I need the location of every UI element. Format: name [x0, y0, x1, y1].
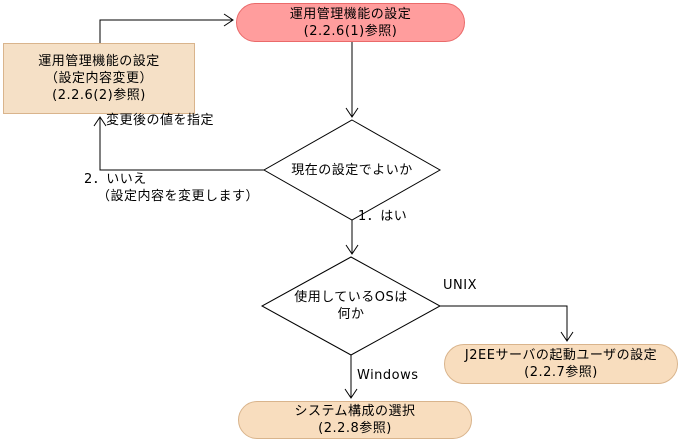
- edge-label-unix: UNIX: [443, 278, 477, 293]
- edge-change-to-top: [99, 13, 234, 43]
- edge-label-no-note: （設定内容を変更します）: [97, 189, 260, 204]
- node-system-config-select-line2: (2.2.8参照): [318, 421, 392, 436]
- node-operation-settings-change-line3: (2.2.6(2)参照): [52, 88, 146, 103]
- decision-which-os-line1: 使用しているOSは: [294, 290, 408, 305]
- arrowhead-up-icon: [93, 116, 107, 127]
- edge-label-yes: 1．はい: [358, 209, 408, 224]
- decision-which-os-shape: [260, 256, 442, 356]
- edge-label-windows: Windows: [357, 368, 419, 383]
- edge-yes-to-decision2: [345, 220, 359, 255]
- decision-current-setting-shape: [262, 119, 442, 221]
- node-operation-settings-line2: (2.2.6(1)参照): [303, 23, 398, 39]
- node-j2ee-user-settings-line1: J2EEサーバの起動ユーザの設定: [464, 348, 658, 363]
- arrowhead-down-icon: [345, 244, 359, 255]
- node-operation-settings: 運用管理機能の設定 (2.2.6(1)参照): [236, 3, 465, 42]
- node-system-config-select: システム構成の選択 (2.2.8参照): [238, 401, 472, 439]
- edge-windows-to-system: [344, 355, 358, 399]
- edge-label-no: 2．いいえ: [84, 172, 147, 187]
- node-j2ee-user-settings: J2EEサーバの起動ユーザの設定 (2.2.7参照): [444, 344, 678, 384]
- edge-no-to-change: [93, 116, 264, 171]
- decision-current-setting-label: 現在の設定でよいか: [291, 163, 413, 178]
- edge-top-to-decision1: [345, 42, 359, 118]
- node-j2ee-user-settings-line2: (2.2.7参照): [524, 365, 598, 380]
- arrowhead-right-icon: [223, 13, 234, 27]
- edge-unix-to-j2ee: [440, 305, 574, 342]
- edge-label-specify-changed-value: 変更後の値を指定: [106, 113, 215, 128]
- node-operation-settings-change: 運用管理機能の設定 （設定内容変更） (2.2.6(2)参照): [3, 43, 195, 114]
- arrowhead-down-icon: [560, 331, 574, 342]
- node-system-config-select-line1: システム構成の選択: [294, 404, 416, 419]
- arrowhead-down-icon: [345, 107, 359, 118]
- node-operation-settings-line1: 運用管理機能の設定: [289, 6, 412, 22]
- decision-which-os-label: 使用しているOSは 何か: [262, 289, 440, 323]
- decision-which-os-line2: 何か: [337, 307, 365, 322]
- arrowhead-down-icon: [344, 388, 358, 399]
- node-operation-settings-change-line2: （設定内容変更）: [44, 71, 153, 86]
- node-operation-settings-change-line1: 運用管理機能の設定: [38, 54, 160, 69]
